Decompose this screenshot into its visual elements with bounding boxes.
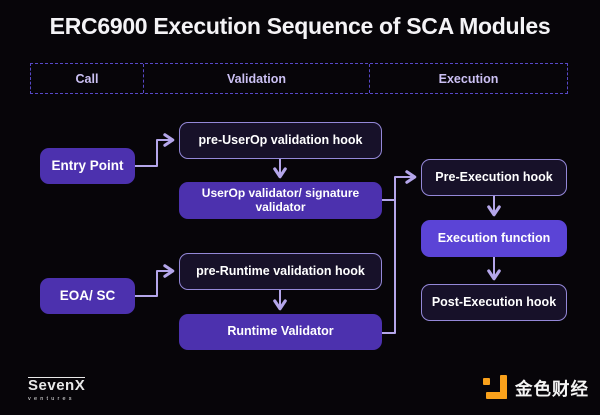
node-pre-runtime-validation-hook: pre-Runtime validation hook — [179, 253, 382, 290]
sevenx-ventures-logo: SevenX ventures — [28, 377, 86, 402]
lane-validation: Validation — [144, 64, 370, 93]
node-userop-validator: UserOp validator/ signature validator — [179, 182, 382, 219]
node-entry-point: Entry Point — [40, 148, 135, 184]
node-execution-function: Execution function — [421, 220, 567, 257]
node-eoa-sc: EOA/ SC — [40, 278, 135, 314]
node-runtime-validator: Runtime Validator — [179, 314, 382, 350]
lane-header: Call Validation Execution — [30, 63, 568, 94]
sevenx-logo-subtext: ventures — [28, 396, 75, 402]
jinse-logo-icon — [483, 375, 507, 401]
lane-execution: Execution — [438, 71, 499, 86]
sevenx-logo-text: SevenX — [28, 377, 86, 394]
page-title: ERC6900 Execution Sequence of SCA Module… — [49, 13, 551, 39]
jinse-finance-logo: 金色财经 — [483, 375, 589, 401]
node-pre-execution-hook: Pre-Execution hook — [421, 159, 567, 196]
jinse-logo-text: 金色财经 — [515, 378, 589, 399]
node-post-execution-hook: Post-Execution hook — [421, 284, 567, 321]
node-pre-userop-validation-hook: pre-UserOp validation hook — [179, 122, 382, 159]
lane-call: Call — [31, 64, 144, 93]
